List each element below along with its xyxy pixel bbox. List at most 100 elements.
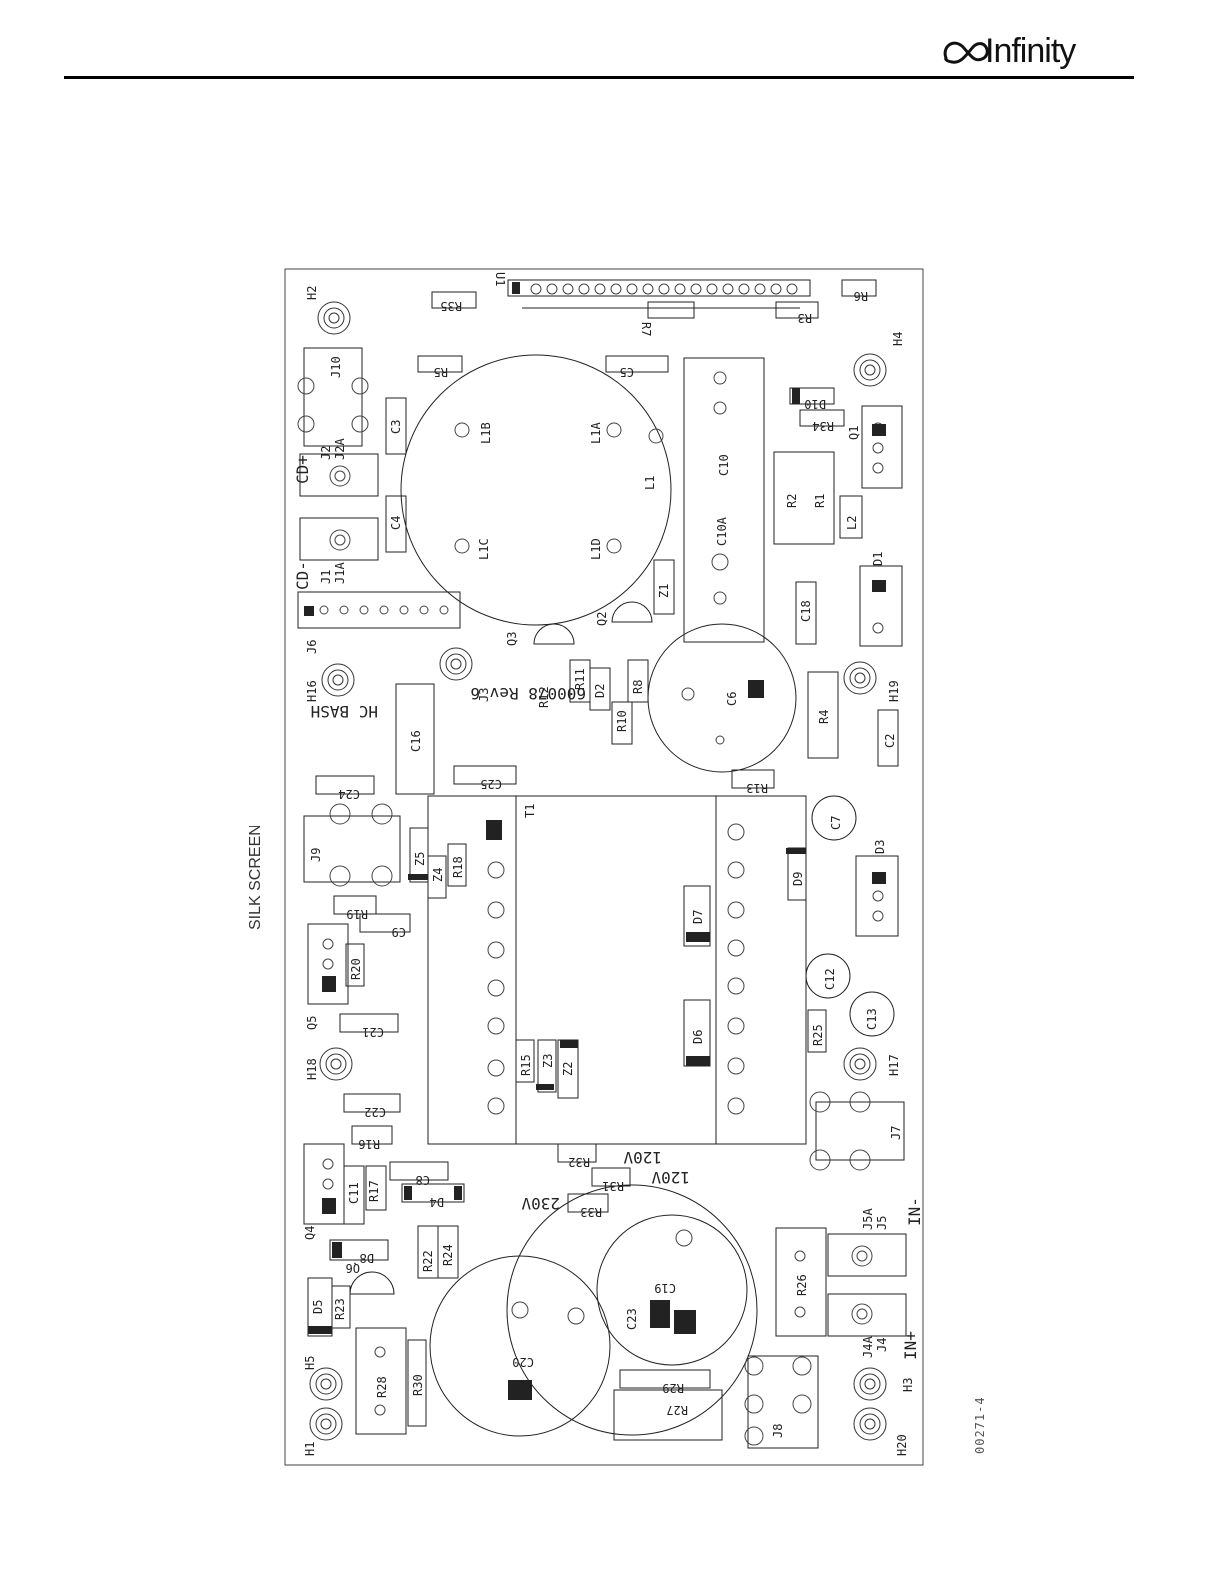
polarity-marks (304, 282, 886, 1400)
label-t1: T1 (523, 804, 537, 818)
d1-box (859, 565, 903, 647)
label-d10: D10 (804, 397, 826, 411)
cd-plus-label: CD+ (293, 455, 312, 484)
label-c23: C23 (625, 1308, 639, 1330)
mounting-holes (309, 301, 887, 1441)
silk-screen-label: SILK SCREEN (247, 826, 264, 930)
label-c6: C6 (725, 692, 739, 706)
label-d9: D9 (791, 872, 805, 886)
label-c13: C13 (865, 1008, 879, 1030)
label-d2: D2 (593, 684, 607, 698)
r28-box (355, 1327, 407, 1435)
label-r7: R7 (639, 322, 653, 336)
label-c22: C22 (364, 1105, 386, 1119)
capacitor-c20-outline (429, 1255, 611, 1437)
label-r22: R22 (421, 1250, 435, 1272)
j8-box (747, 1355, 819, 1449)
label-c18: C18 (799, 600, 813, 622)
board-texts: 600078 Rev 6 HC BASH 120V 120V 230V CD+ … (293, 455, 924, 1360)
label-q1: Q1 (847, 426, 861, 440)
label-h1: H1 (303, 1442, 317, 1456)
label-r11: R11 (573, 668, 587, 690)
label-c7: C7 (829, 816, 843, 830)
label-j5a: J5A (861, 1208, 875, 1230)
label-d1: D1 (871, 552, 885, 566)
label-j7: J7 (889, 1126, 903, 1140)
label-r3: R3 (798, 311, 812, 325)
voltage-120v-a: 120V (623, 1148, 662, 1167)
label-h18: H18 (305, 1058, 319, 1080)
label-u1: U1 (493, 272, 507, 286)
label-h3: H3 (901, 1378, 915, 1392)
label-h5: H5 (303, 1356, 317, 1370)
r27-box (613, 1389, 723, 1441)
label-c24: C24 (338, 787, 360, 801)
label-r25: R25 (811, 1024, 825, 1046)
label-j1a: J1A (333, 562, 347, 584)
doc-number: 00271-4 (973, 1396, 987, 1454)
pads (297, 283, 884, 1446)
label-c11: C11 (347, 1182, 361, 1204)
label-c2: C2 (883, 734, 897, 748)
label-j5: J5 (875, 1216, 889, 1230)
capacitor-c13-outline (849, 991, 895, 1037)
label-r12: R12 (537, 686, 551, 708)
label-l2: L2 (845, 516, 859, 530)
label-r33: R33 (580, 1205, 602, 1219)
j2-box (299, 453, 379, 497)
label-j8: J8 (771, 1424, 785, 1438)
label-r15: R15 (519, 1054, 533, 1076)
j9-box (303, 815, 401, 883)
label-r24: R24 (441, 1244, 455, 1266)
label-r20: R20 (349, 958, 363, 980)
label-j6: J6 (305, 640, 319, 654)
label-j1: J1 (319, 570, 333, 584)
label-z1: Z1 (657, 584, 671, 598)
label-c20: C20 (512, 1355, 534, 1369)
label-c19: C19 (654, 1281, 676, 1295)
label-l1: L1 (643, 476, 657, 490)
inductor-l1-outline (400, 354, 672, 626)
j4-box (827, 1293, 907, 1337)
j1-box (299, 517, 379, 561)
label-r35: R35 (440, 299, 462, 313)
board-outline (284, 268, 924, 1466)
label-c10a: C10A (715, 516, 729, 546)
label-r2: R2 (785, 494, 799, 508)
header-rule (64, 76, 1134, 79)
label-r34: R34 (812, 419, 834, 433)
doc-number-text: 00271-4 (973, 1396, 987, 1454)
label-r28: R28 (375, 1376, 389, 1398)
label-h20: H20 (895, 1434, 909, 1456)
component-labels: H2 R35 U1 R6 R7 R3 H4 J10 R5 C5 D10 R34 … (303, 272, 915, 1456)
label-q4: Q4 (303, 1226, 317, 1240)
label-r23: R23 (333, 1298, 347, 1320)
label-r5: R5 (434, 365, 448, 379)
label-r32: R32 (568, 1155, 590, 1169)
label-r13: R13 (746, 781, 768, 795)
transistor-outlines (349, 601, 653, 1295)
label-c9: C9 (392, 925, 406, 939)
label-q6: Q6 (346, 1261, 360, 1275)
capacitor-c23-outline (506, 1184, 758, 1436)
label-h2: H2 (305, 286, 319, 300)
label-c4: C4 (389, 516, 403, 530)
label-z5: Z5 (413, 852, 427, 866)
u1-header (507, 279, 811, 297)
label-d5: D5 (311, 1300, 325, 1314)
label-j4a: J4A (861, 1336, 875, 1358)
j10-box (303, 347, 363, 447)
label-d4: D4 (430, 1195, 444, 1209)
hc-bash-text: HC BASH (311, 702, 378, 721)
label-c3: C3 (389, 420, 403, 434)
label-r4: R4 (817, 710, 831, 724)
c16-box (395, 683, 435, 795)
label-c21: C21 (362, 1025, 384, 1039)
j7-outline (815, 1101, 905, 1161)
label-l1a: L1A (589, 422, 603, 444)
label-j2: J2 (319, 446, 333, 460)
j6-box (297, 591, 461, 629)
label-r29: R29 (662, 1381, 684, 1395)
label-r30: R30 (411, 1374, 425, 1396)
label-r18: R18 (451, 856, 465, 878)
